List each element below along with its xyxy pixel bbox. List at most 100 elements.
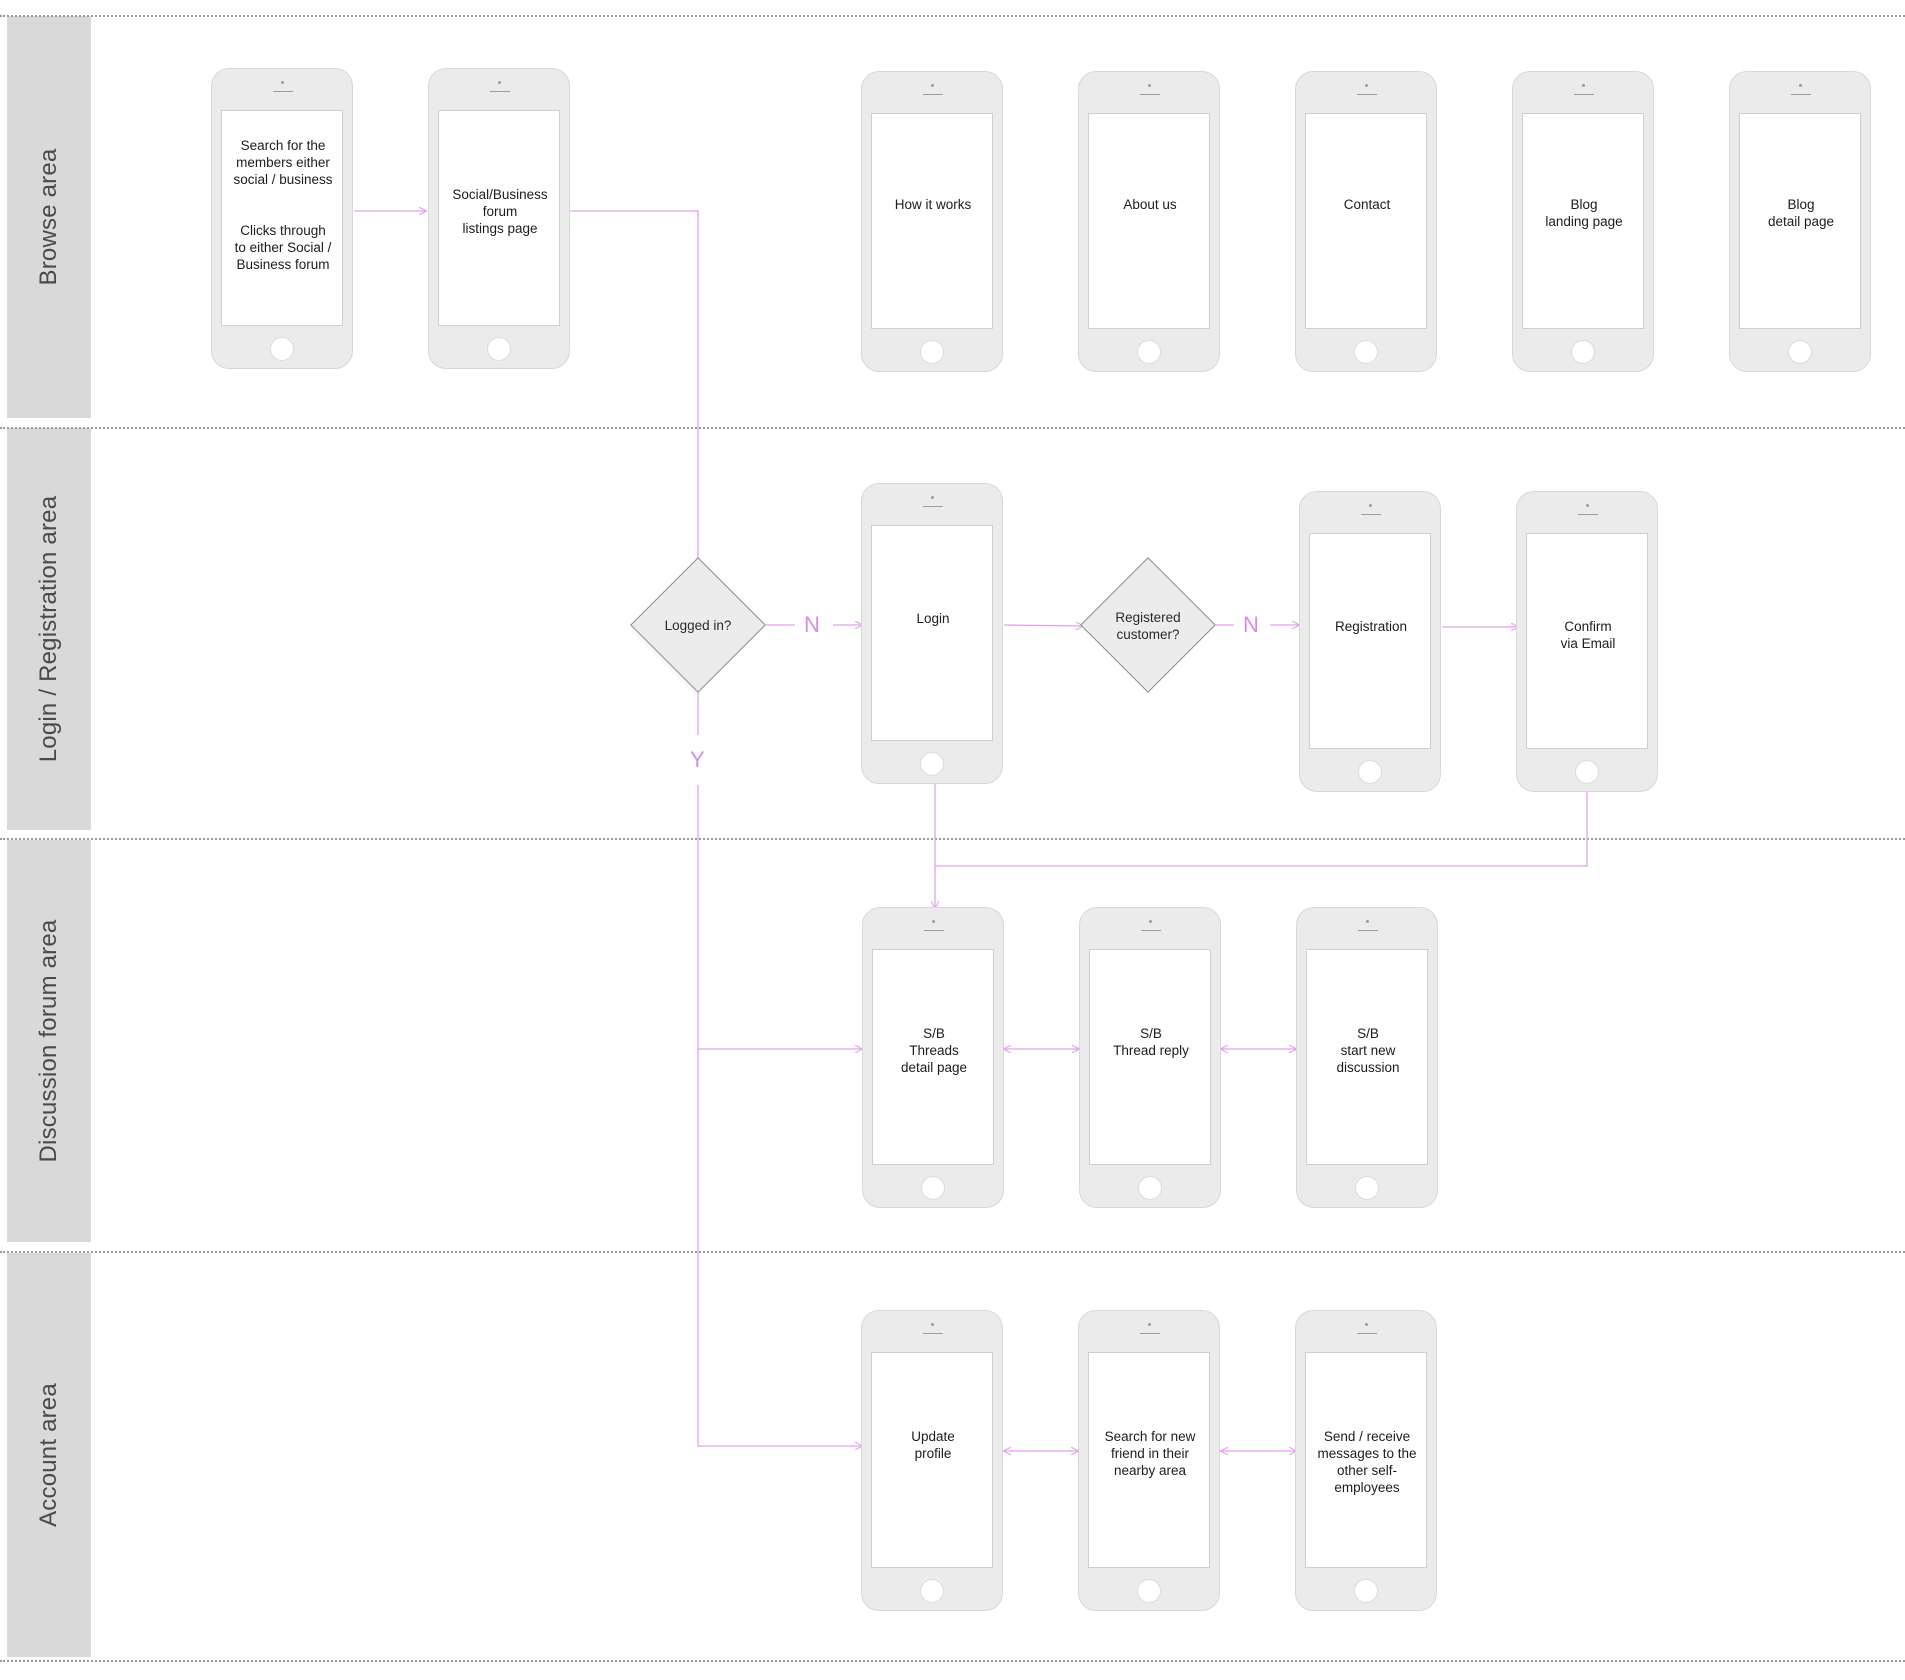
home-button-icon	[1137, 1579, 1161, 1603]
connector-yes-trunk	[697, 785, 862, 1446]
connector-listings-to-logged-in	[570, 210, 699, 558]
phone-screen: Search for new friend in their nearby ar…	[1088, 1352, 1210, 1568]
home-button-icon	[921, 1176, 945, 1200]
lane-label-account: Account area	[35, 1383, 62, 1527]
screen-label: Update profile	[911, 1429, 955, 1461]
speaker-icon	[1140, 1333, 1160, 1334]
camera-icon	[1586, 504, 1589, 507]
home-button-icon	[1358, 760, 1382, 784]
phone-login[interactable]: Login	[861, 483, 1003, 784]
lane-sidebar-account	[7, 1253, 91, 1657]
phone-screen: Blog landing page	[1522, 113, 1644, 329]
home-button-icon	[1571, 340, 1595, 364]
home-button-icon	[1137, 340, 1161, 364]
phone-screen: Confirm via Email	[1526, 533, 1648, 749]
lane-divider	[0, 838, 1905, 840]
screen-label: About us	[1123, 197, 1177, 212]
home-button-icon	[487, 337, 511, 361]
phone-how-it-works[interactable]: How it works	[861, 71, 1003, 372]
speaker-icon	[1361, 514, 1381, 515]
phone-update-profile[interactable]: Update profile	[861, 1310, 1003, 1611]
phone-screen: Search for the members either social / b…	[221, 110, 343, 326]
phone-screen: Registration	[1309, 533, 1431, 749]
phone-confirm-email[interactable]: Confirm via Email	[1516, 491, 1658, 792]
speaker-icon	[1358, 930, 1378, 931]
speaker-icon	[1578, 514, 1598, 515]
home-button-icon	[1355, 1176, 1379, 1200]
screen-label: Search for the members either social / b…	[233, 138, 333, 272]
speaker-icon	[1357, 94, 1377, 95]
speaker-icon	[273, 91, 293, 92]
speaker-icon	[1357, 1333, 1377, 1334]
screen-label: Confirm via Email	[1560, 619, 1616, 651]
phone-screen: S/B Threads detail page	[872, 949, 994, 1165]
phone-send-messages[interactable]: Send / receive messages to the other sel…	[1295, 1310, 1437, 1611]
camera-icon	[281, 81, 284, 84]
camera-icon	[931, 496, 934, 499]
phone-screen: Social/Business forum listings page	[438, 110, 560, 326]
phone-screen: Blog detail page	[1739, 113, 1861, 329]
phone-screen: S/B Thread reply	[1089, 949, 1211, 1165]
phone-screen: Login	[871, 525, 993, 741]
speaker-icon	[1141, 930, 1161, 931]
home-button-icon	[1138, 1176, 1162, 1200]
lane-sidebar-forum	[7, 840, 91, 1242]
camera-icon	[1799, 84, 1802, 87]
connector-login-to-registered	[1003, 625, 1083, 626]
branch-label-no: N	[1243, 612, 1259, 637]
phone-contact[interactable]: Contact	[1295, 71, 1437, 372]
camera-icon	[1366, 920, 1369, 923]
camera-icon	[1369, 504, 1372, 507]
phone-screen: S/B start new discussion	[1306, 949, 1428, 1165]
decision-registered-customer-label: Registered customer?	[1115, 610, 1181, 642]
speaker-icon	[923, 506, 943, 507]
phone-start-discussion[interactable]: S/B start new discussion	[1296, 907, 1438, 1208]
home-button-icon	[920, 1579, 944, 1603]
phone-screen: Send / receive messages to the other sel…	[1305, 1352, 1427, 1568]
home-button-icon	[1788, 340, 1812, 364]
phone-screen: How it works	[871, 113, 993, 329]
camera-icon	[932, 920, 935, 923]
speaker-icon	[1574, 94, 1594, 95]
screen-label: How it works	[894, 197, 972, 212]
lane-divider	[0, 15, 1905, 17]
phone-screen: Contact	[1305, 113, 1427, 329]
speaker-icon	[923, 94, 943, 95]
home-button-icon	[1354, 340, 1378, 364]
phone-registration[interactable]: Registration	[1299, 491, 1441, 792]
screen-label: Social/Business forum listings page	[452, 187, 548, 236]
phone-threads-detail[interactable]: S/B Threads detail page	[862, 907, 1004, 1208]
home-button-icon	[270, 337, 294, 361]
screen-label: S/B start new discussion	[1336, 1026, 1400, 1075]
phone-search-friend[interactable]: Search for new friend in their nearby ar…	[1078, 1310, 1220, 1611]
home-button-icon	[1575, 760, 1599, 784]
lane-label-browse: Browse area	[35, 148, 62, 286]
camera-icon	[1149, 920, 1152, 923]
camera-icon	[1148, 1323, 1151, 1326]
camera-icon	[931, 84, 934, 87]
lane-label-login-registration: Login / Registration area	[35, 495, 62, 763]
screen-label: Search for new friend in their nearby ar…	[1104, 1429, 1196, 1478]
connector-confirm-to-threads	[935, 792, 1588, 867]
phone-blog-detail[interactable]: Blog detail page	[1729, 71, 1871, 372]
phone-about-us[interactable]: About us	[1078, 71, 1220, 372]
phone-search-members[interactable]: Search for the members either social / b…	[211, 68, 353, 369]
phone-screen: Update profile	[871, 1352, 993, 1568]
camera-icon	[931, 1323, 934, 1326]
camera-icon	[1582, 84, 1585, 87]
lane-divider	[0, 1660, 1905, 1662]
decision-logged-in-label: Logged in?	[664, 618, 732, 633]
screen-label: Blog landing page	[1545, 197, 1623, 229]
lane-divider	[0, 427, 1905, 429]
phone-blog-landing[interactable]: Blog landing page	[1512, 71, 1654, 372]
speaker-icon	[1791, 94, 1811, 95]
lane-sidebar-browse	[7, 16, 91, 418]
camera-icon	[1365, 1323, 1368, 1326]
speaker-icon	[1140, 94, 1160, 95]
speaker-icon	[490, 91, 510, 92]
phone-thread-reply[interactable]: S/B Thread reply	[1079, 907, 1221, 1208]
camera-icon	[1148, 84, 1151, 87]
phone-forum-listings[interactable]: Social/Business forum listings page	[428, 68, 570, 369]
home-button-icon	[920, 752, 944, 776]
screen-label: Registration	[1334, 619, 1408, 634]
